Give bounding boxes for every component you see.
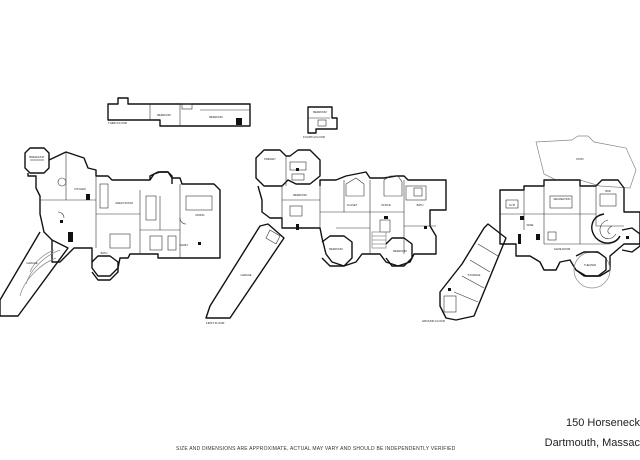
fourth-floor-label: FOURTH FLOOR (303, 135, 325, 139)
right-theater-label: THEATER (584, 263, 596, 267)
middle-floor-plan: PRIMARY BEDROOM CLOSET OFFICE BATH BEDRO… (205, 149, 447, 325)
right-game-label: GAME ROOM (554, 247, 570, 251)
third-floor-label: THIRD FLOOR (108, 121, 127, 125)
right-bar-label: BAR (605, 189, 610, 193)
fourth-floor-plan: BEDROOM FOURTH FLOOR (303, 106, 338, 139)
mid-bath-label: BATH (417, 203, 424, 207)
mid-garage-label: GARAGE (240, 273, 251, 277)
left-dining-label: DINING (195, 213, 204, 217)
left-great-label: GREAT ROOM (115, 201, 133, 205)
mid-bed3-label: BEDROOM (393, 249, 406, 253)
third-room-b-label: BEDROOM (209, 115, 222, 119)
third-floor-plan: BEDROOM BEDROOM THIRD FLOOR (107, 97, 251, 127)
address-line-2: Dartmouth, Massac (544, 437, 640, 449)
right-patio-label: PATIO (576, 157, 583, 161)
fourth-room-label: BEDROOM (313, 110, 326, 114)
left-floor-plan: BREAKFAST KITCHEN GREAT ROOM DINING FAMI… (0, 147, 221, 317)
mid-office-label: OFFICE (381, 203, 391, 207)
mid-primary-label: PRIMARY (264, 157, 276, 161)
ground-floor-label: GROUND FLOOR (422, 319, 445, 323)
right-gym-label: GYM (509, 203, 515, 207)
left-garage-label: GARAGE (26, 261, 37, 265)
first-floor-label: FIRST FLOOR (206, 321, 224, 325)
right-rec-label: RECREATION (554, 197, 571, 201)
right-wine-label: WINE (527, 223, 534, 227)
left-bath-label: BATH (101, 251, 108, 255)
mid-bed2-label: BEDROOM (329, 247, 342, 251)
right-storage-label: STORAGE (468, 273, 481, 277)
third-room-a-label: BEDROOM (157, 113, 170, 117)
left-top-label: BREAKFAST (29, 155, 45, 159)
mid-bed1-label: BEDROOM (293, 193, 306, 197)
dimensions-disclaimer: SIZE AND DIMENSIONS ARE APPROXIMATE, ACT… (176, 446, 456, 452)
mid-closet-label: CLOSET (347, 203, 358, 207)
property-address: 150 Horseneck Dartmouth, Massac (545, 416, 640, 450)
left-kitchen-label: KITCHEN (74, 187, 86, 191)
right-floor-plan: PATIO GYM RECREATION BAR GAME ROOM THEAT… (422, 135, 640, 323)
address-line-1: 150 Horseneck (566, 417, 640, 429)
left-family-label: FAMILY (179, 243, 188, 247)
